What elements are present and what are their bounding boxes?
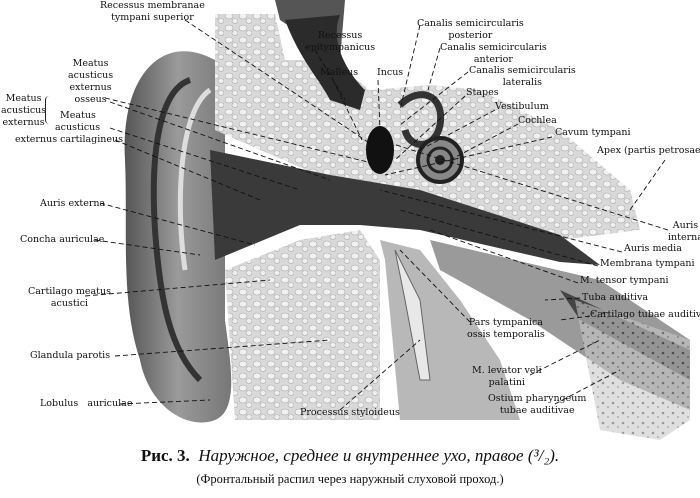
label-cochlea: Cochlea bbox=[518, 115, 557, 126]
label-glandula-parotis: Glandula parotis bbox=[30, 350, 111, 361]
label-lobulus: Lobulus auriculae bbox=[40, 398, 133, 409]
label-tuba-auditiva: Tuba auditiva bbox=[582, 292, 649, 303]
label-membrana-tympani: Membrana tympani bbox=[600, 258, 695, 269]
figure-caption: Рис. 3. Наружное, среднее и внутреннее у… bbox=[0, 446, 700, 466]
label-tensor-tympani: M. tensor tympani bbox=[580, 275, 669, 286]
label-apex: Apex (partis petrosae) bbox=[597, 145, 700, 156]
label-vestibulum: Vestibulum bbox=[495, 101, 549, 112]
auricle-shape bbox=[124, 51, 232, 423]
leader-lines bbox=[84, 19, 669, 411]
label-cavum-tympani: Cavum tympani bbox=[555, 127, 631, 138]
label-cartilago-tubae: Cartilago tubae auditivae bbox=[590, 309, 700, 320]
ear-canal-shape bbox=[210, 150, 600, 265]
label-processus: Processus styloideus bbox=[300, 407, 400, 418]
label-auris-externa: Auris externa bbox=[40, 198, 106, 209]
label-incus: Incus bbox=[377, 67, 404, 78]
label-concha: Concha auriculae bbox=[20, 234, 105, 245]
figure-subtitle: (Фронтальный распил через наружный слухо… bbox=[196, 472, 504, 486]
label-auris-media: Auris media bbox=[624, 243, 682, 254]
bracket-brace bbox=[45, 96, 51, 124]
ear-illustration bbox=[84, 0, 690, 440]
label-stapes: Stapes bbox=[466, 87, 499, 98]
figure-number: Рис. 3. bbox=[140, 446, 190, 465]
label-malleus: Malleus bbox=[320, 67, 359, 78]
figure-title: Наружное, среднее и внутреннее ухо, прав… bbox=[198, 446, 560, 465]
